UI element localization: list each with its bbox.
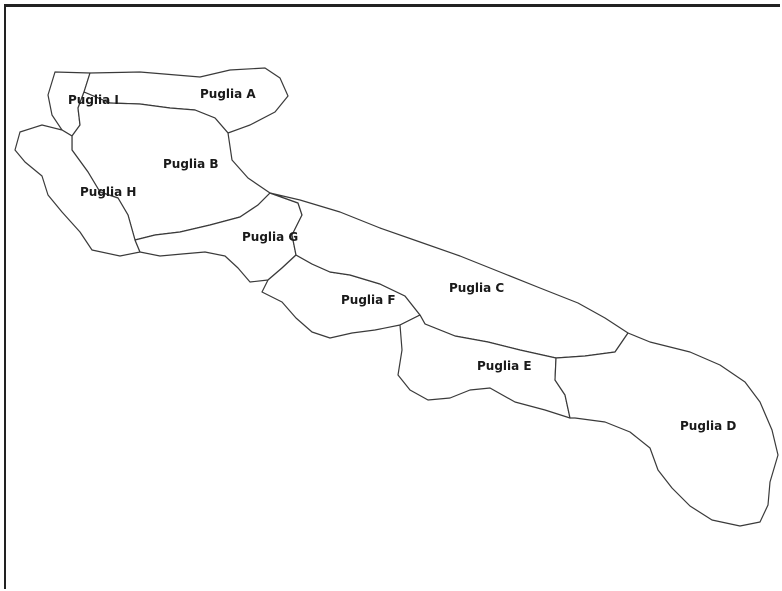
label-puglia-a: Puglia A <box>200 87 256 101</box>
label-puglia-f: Puglia F <box>341 293 396 307</box>
region-puglia-e[interactable] <box>397 314 571 419</box>
label-puglia-e: Puglia E <box>477 359 532 373</box>
label-puglia-i: Puglia I <box>68 93 119 107</box>
region-puglia-h[interactable] <box>14 124 141 257</box>
region-puglia-d[interactable] <box>554 332 779 527</box>
label-puglia-g: Puglia G <box>242 230 298 244</box>
label-puglia-h: Puglia H <box>80 185 136 199</box>
label-puglia-d: Puglia D <box>680 419 736 433</box>
label-puglia-b: Puglia B <box>163 157 219 171</box>
label-puglia-c: Puglia C <box>449 281 504 295</box>
